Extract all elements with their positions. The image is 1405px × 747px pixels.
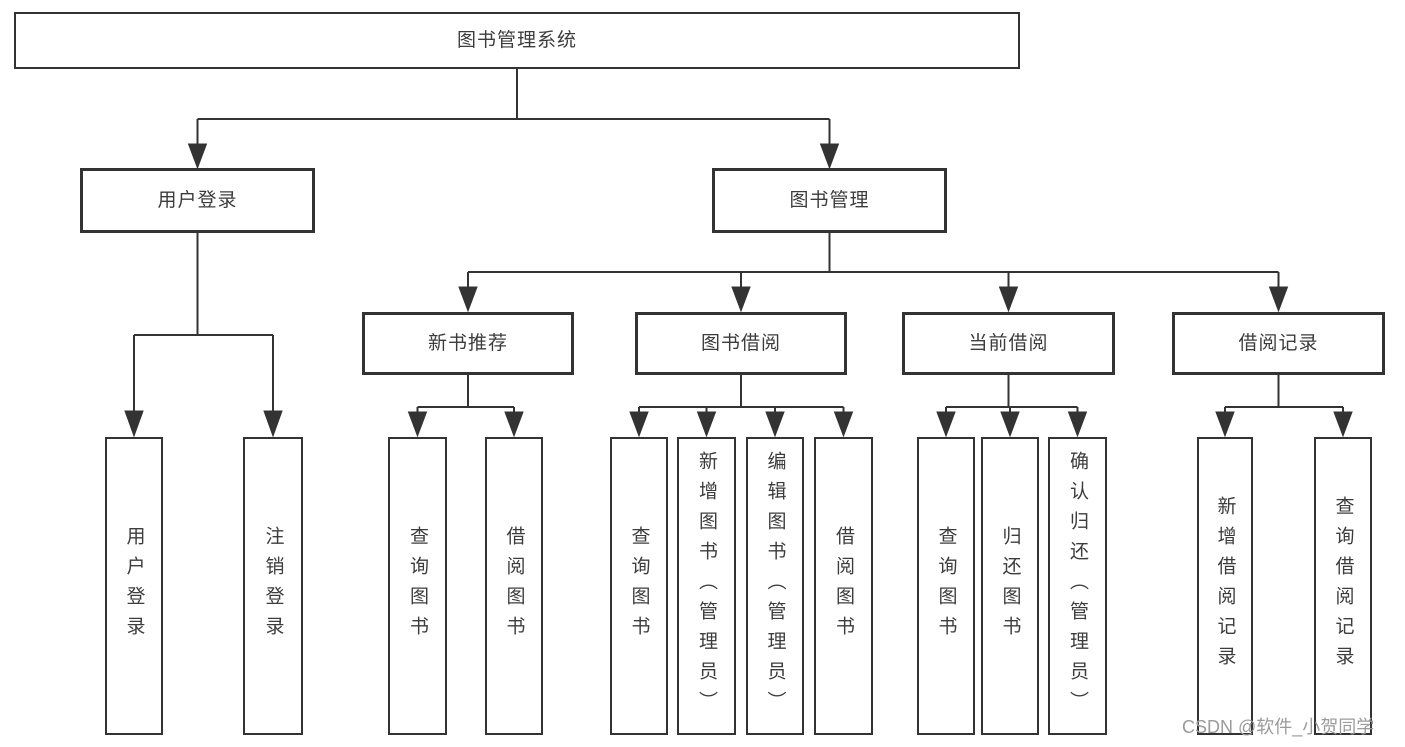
arrow-down-icon [263, 410, 283, 438]
leaf-query-books-recommend-label: 查询图书 [407, 526, 428, 646]
arrow-down-icon [696, 411, 717, 438]
arrow-down-icon [998, 286, 1019, 313]
leaf-add-borrow-record-label: 新增借阅记录 [1214, 496, 1236, 676]
leaf-return-book: 归还图书 [981, 437, 1039, 735]
node-book-management-label: 图书管理 [789, 190, 870, 211]
leaf-query-borrow-record-label: 查询借阅记录 [1332, 496, 1354, 676]
connector-line [467, 233, 1280, 289]
arrow-down-icon [1215, 411, 1235, 438]
leaf-user-login: 用户登录 [105, 437, 163, 735]
leaf-add-book-admin: 新增图书（管理员） [677, 437, 736, 735]
leaf-query-borrow-record: 查询借阅记录 [1314, 437, 1372, 735]
leaf-borrow-books-recommend: 借阅图书 [485, 437, 543, 735]
arrow-down-icon [833, 411, 854, 438]
leaf-edit-book-admin: 编辑图书（管理员） [746, 437, 804, 735]
node-current-borrow: 当前借阅 [902, 312, 1115, 375]
connector-borrow-records-to-leaves [1215, 375, 1353, 438]
connector-current-borrow-to-leaves [936, 375, 1088, 438]
connector-root-to-level2 [187, 69, 840, 170]
csdn-watermark: CSDN @软件_小贺同学 [1182, 717, 1375, 737]
leaf-add-book-admin-label: 新增图书（管理员） [696, 451, 717, 721]
leaf-borrow-books-borrow: 借阅图书 [814, 437, 873, 735]
arrow-down-icon [936, 411, 956, 438]
connector-book-borrow-to-leaves [629, 375, 854, 438]
leaf-query-books-recommend: 查询图书 [388, 437, 447, 735]
arrow-down-icon [187, 143, 208, 170]
arrow-down-icon [504, 411, 524, 438]
connector-user-login-to-leaves [124, 233, 283, 438]
node-new-book-recommend-label: 新书推荐 [427, 333, 508, 354]
leaf-query-books-borrow: 查询图书 [610, 437, 668, 735]
leaf-borrow-books-borrow-label: 借阅图书 [833, 526, 854, 646]
node-user-login: 用户登录 [80, 168, 315, 233]
leaf-add-borrow-record: 新增借阅记录 [1197, 437, 1253, 735]
arrow-down-icon [407, 411, 428, 438]
node-borrow-records-label: 借阅记录 [1238, 333, 1319, 354]
node-book-management: 图书管理 [712, 168, 947, 233]
connector-line [133, 233, 274, 413]
leaf-query-books-current: 查询图书 [917, 437, 975, 735]
leaf-query-books-borrow-label: 查询图书 [628, 526, 650, 646]
leaf-confirm-return-admin-label: 确认归还（管理员） [1067, 451, 1088, 721]
connector-new-book-recommend-to-leaves [407, 375, 524, 438]
connector-line [945, 375, 1079, 414]
node-root-label: 图书管理系统 [456, 30, 577, 51]
node-book-borrow-label: 图书借阅 [700, 333, 781, 354]
connector-book-management-to-level3 [458, 233, 1289, 313]
arrow-down-icon [819, 143, 840, 170]
arrow-down-icon [1268, 286, 1289, 313]
arrow-down-icon [1333, 411, 1353, 438]
node-root: 图书管理系统 [14, 12, 1020, 69]
arrow-down-icon [765, 411, 785, 438]
arrow-down-icon [458, 286, 478, 313]
arrow-down-icon [124, 410, 144, 438]
node-new-book-recommend: 新书推荐 [362, 312, 574, 375]
node-borrow-records: 借阅记录 [1172, 312, 1385, 375]
leaf-logout: 注销登录 [243, 437, 303, 735]
node-book-borrow: 图书借阅 [635, 312, 847, 375]
leaf-borrow-books-recommend-label: 借阅图书 [503, 526, 525, 646]
connector-line [416, 375, 515, 414]
leaf-confirm-return-admin: 确认归还（管理员） [1048, 437, 1107, 735]
leaf-query-books-current-label: 查询图书 [935, 526, 957, 646]
node-user-login-label: 用户登录 [157, 190, 238, 211]
connector-line [196, 69, 831, 146]
connector-line [638, 375, 845, 414]
connector-line [1224, 375, 1344, 414]
node-current-borrow-label: 当前借阅 [968, 333, 1049, 354]
leaf-logout-label: 注销登录 [262, 526, 284, 646]
arrow-down-icon [731, 286, 751, 313]
arrow-down-icon [1067, 411, 1088, 438]
leaf-edit-book-admin-label: 编辑图书（管理员） [764, 451, 786, 721]
arrow-down-icon [629, 411, 649, 438]
leaf-user-login-label: 用户登录 [123, 526, 145, 646]
leaf-return-book-label: 归还图书 [999, 526, 1021, 646]
arrow-down-icon [1000, 411, 1020, 438]
